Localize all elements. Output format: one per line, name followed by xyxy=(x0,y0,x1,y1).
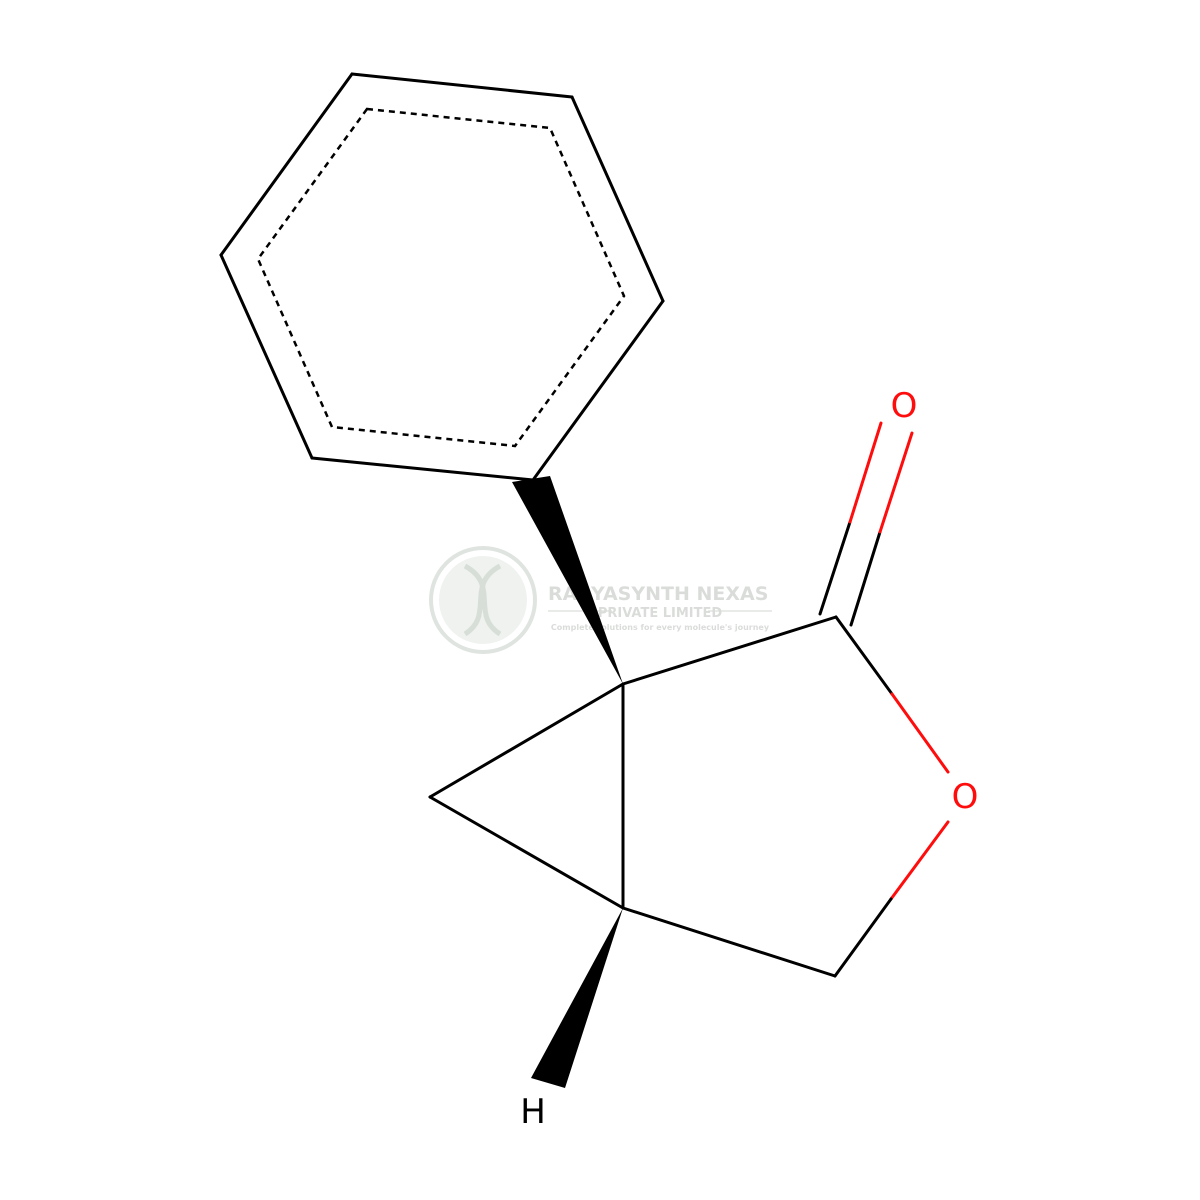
phenyl-ring xyxy=(219,72,665,482)
bond xyxy=(889,820,950,901)
cyclopropane-ring xyxy=(428,682,625,910)
bond xyxy=(310,456,535,482)
atom-label-o-carbonyl: O xyxy=(891,386,918,426)
watermark: RASYASYNTH NEXAS PRIVATE LIMITED Complet… xyxy=(429,546,772,654)
bond xyxy=(428,682,625,799)
bond xyxy=(219,72,354,257)
bond xyxy=(834,615,894,696)
bond xyxy=(878,431,914,534)
watermark-tagline: Complete solutions for every molecule's … xyxy=(551,623,770,632)
bond xyxy=(621,615,838,686)
watermark-logo-icon xyxy=(429,546,537,654)
bond xyxy=(219,253,314,460)
bond xyxy=(833,897,893,978)
lactone-ring xyxy=(621,615,950,978)
atom-label-h: H xyxy=(520,1092,546,1132)
bond xyxy=(350,72,574,99)
watermark-subtitle: PRIVATE LIMITED xyxy=(598,606,723,621)
bond xyxy=(890,692,950,774)
atom-label-o-ring: O xyxy=(952,777,979,817)
bond xyxy=(849,530,882,627)
bond xyxy=(428,795,625,910)
watermark-company: RASYASYNTH NEXAS xyxy=(548,583,768,605)
bond xyxy=(848,421,883,524)
wedge-bond xyxy=(512,476,623,684)
bond xyxy=(621,906,837,978)
bond xyxy=(531,299,665,482)
aromatic-ring xyxy=(256,107,626,448)
bond xyxy=(818,520,852,616)
carbonyl-double-bond xyxy=(818,421,914,627)
wedge-bond-h xyxy=(531,908,623,1088)
bond xyxy=(570,95,665,303)
